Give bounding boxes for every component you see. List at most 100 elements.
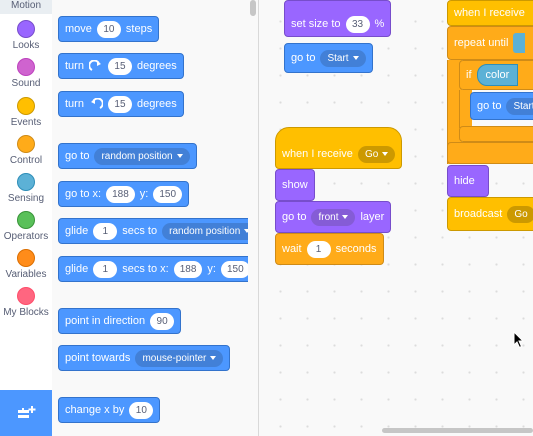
repeat-until-block[interactable]: repeat until [447,26,533,60]
point-towards-dropdown[interactable]: mouse-pointer [135,349,224,367]
add-extension-button[interactable] [0,390,52,436]
category-label: My Blocks [3,307,49,318]
color-touching-block[interactable]: color [476,64,519,86]
show-block[interactable]: show [275,169,315,201]
block-text: move [65,23,92,35]
category-sensing[interactable]: Sensing [0,173,52,204]
category-control[interactable]: Control [0,135,52,166]
point-in-direction-block[interactable]: point in direction 90 [58,308,182,334]
size-input[interactable]: 33 [345,15,370,33]
glide-xy-block[interactable]: glide 1 secs to x: 188 y: 150 [58,256,248,282]
y-input[interactable]: 150 [153,185,183,203]
category-sound[interactable]: Sound [0,58,52,89]
degrees-input[interactable]: 15 [107,95,132,113]
x-input[interactable]: 188 [106,185,135,203]
chevron-down-icon [382,152,389,156]
category-label: Variables [5,269,47,280]
set-size-block[interactable]: set size to 33 % [284,0,392,37]
wait-input[interactable]: 1 [306,240,331,258]
category-label: Events [10,117,42,128]
broadcast-block[interactable]: broadcast Go [447,197,533,231]
condition-slot[interactable] [513,33,526,53]
chevron-down-icon [342,215,349,219]
repeat-bottom [447,142,533,164]
rotate-left-icon [90,98,103,109]
secs-input[interactable]: 1 [93,260,118,278]
dropdown-value: Start [513,100,533,112]
category-my-blocks[interactable]: My Blocks [0,287,52,318]
block-text: go to [477,100,502,112]
if-bottom [459,126,533,142]
direction-input[interactable]: 90 [150,312,175,330]
category-label: Motion [10,0,41,11]
block-text: go to [65,150,90,162]
turn-left-block[interactable]: turn 15 degrees [58,91,184,117]
looks-dot-icon [17,20,35,38]
category-operators[interactable]: Operators [0,211,52,242]
block-text: seconds [335,243,377,255]
point-towards-block[interactable]: point towards mouse-pointer [58,345,231,371]
block-text: wait [282,243,302,255]
go-to-xy-block[interactable]: go to x: 188 y: 150 [58,181,190,207]
degrees-input[interactable]: 15 [107,57,132,75]
go-to-layer-block[interactable]: go to front layer [275,201,392,233]
go-to-block[interactable]: go to random position [58,143,197,169]
block-text: secs to x: [122,263,169,275]
y-input[interactable]: 150 [220,260,248,278]
dropdown-value: Start [327,52,349,64]
dropdown-value: random position [101,150,173,162]
secs-input[interactable]: 1 [93,222,118,240]
block-text: degrees [136,98,177,110]
block-text: show [282,179,308,191]
category-looks[interactable]: Looks [0,20,52,51]
block-palette: move 10 steps turn 15 degrees turn 15 de… [52,0,248,436]
go-to-dropdown[interactable]: random position [94,147,190,165]
workspace-horizontal-scrollbar[interactable] [382,428,533,433]
x-input[interactable]: 188 [173,260,203,278]
sensing-dot-icon [17,173,35,191]
if-arm [459,90,472,128]
layer-dropdown[interactable]: front [311,208,356,226]
chevron-down-icon [244,229,248,233]
when-i-receive-hat[interactable]: when I receive Go [275,127,403,169]
move-steps-block[interactable]: move 10 steps [58,16,160,42]
change-x-block[interactable]: change x by 10 [58,397,161,423]
wait-block[interactable]: wait 1 seconds [275,233,384,265]
when-i-receive-hat-2[interactable]: when I receive [447,0,533,26]
sound-dot-icon [17,58,35,76]
palette-scrollbar[interactable] [248,0,259,436]
go-to-start-block-2[interactable]: go to Start [470,92,533,120]
control-dot-icon [17,135,35,153]
dropdown-value: Go [364,148,379,160]
block-text: when I receive [454,7,525,19]
category-motion[interactable]: Motion [0,0,52,14]
block-text: point in direction [65,315,146,327]
block-text: glide [65,225,89,237]
block-text: color [485,69,510,81]
category-variables[interactable]: Variables [0,249,52,280]
message-dropdown[interactable]: Go [357,145,396,163]
block-text: go to [282,211,307,223]
steps-input[interactable]: 10 [96,20,121,38]
dropdown-value: front [318,211,339,223]
glide-to-block[interactable]: glide 1 secs to random position [58,218,248,244]
turn-right-block[interactable]: turn 15 degrees [58,53,184,79]
go-to-start-block[interactable]: go to Start [284,43,373,73]
block-text: steps [125,23,153,35]
events-dot-icon [17,97,35,115]
block-text: when I receive [282,148,353,160]
category-events[interactable]: Events [0,97,52,128]
script-workspace[interactable]: set size to 33 % go to Start when I rece… [259,0,533,436]
go-to-dropdown[interactable]: Start [320,49,366,67]
palette-scrollbar-thumb[interactable] [250,0,256,16]
change-x-input[interactable]: 10 [129,401,154,419]
block-text: change x by [65,404,125,416]
glide-target-dropdown[interactable]: random position [162,222,248,240]
if-block[interactable]: if color [459,60,533,90]
category-label: Sound [11,78,41,89]
go-to-dropdown[interactable]: Start [506,97,533,115]
block-text: point towards [65,352,131,364]
rotate-right-icon [88,60,101,71]
broadcast-dropdown[interactable]: Go [507,205,533,223]
hide-block[interactable]: hide [447,165,489,197]
